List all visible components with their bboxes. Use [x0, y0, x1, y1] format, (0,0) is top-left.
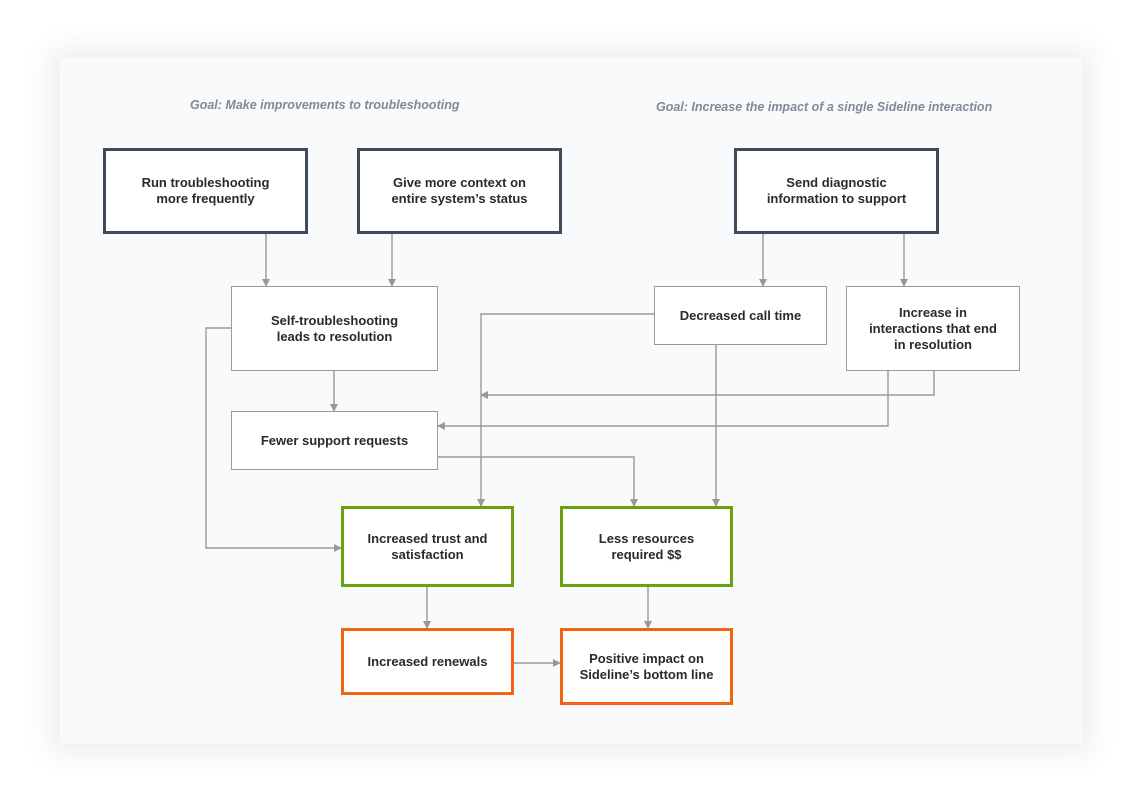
node-send-diagnostic: Send diagnostic information to support	[734, 148, 939, 234]
node-fewer-requests: Fewer support requests	[231, 411, 438, 470]
node-less-resources: Less resources required $$	[560, 506, 733, 587]
node-increase-interactions: Increase in interactions that end in res…	[846, 286, 1020, 371]
node-give-context: Give more context on entire system’s sta…	[357, 148, 562, 234]
goal-left-label: Goal: Make improvements to troubleshooti…	[190, 98, 460, 112]
node-positive-impact: Positive impact on Sideline’s bottom lin…	[560, 628, 733, 705]
node-increased-trust: Increased trust and satisfaction	[341, 506, 514, 587]
node-run-troubleshooting: Run troubleshooting more frequently	[103, 148, 308, 234]
node-increased-renewals: Increased renewals	[341, 628, 514, 695]
node-decreased-call-time: Decreased call time	[654, 286, 827, 345]
node-self-troubleshooting: Self-troubleshooting leads to resolution	[231, 286, 438, 371]
goal-right-label: Goal: Increase the impact of a single Si…	[656, 100, 993, 114]
